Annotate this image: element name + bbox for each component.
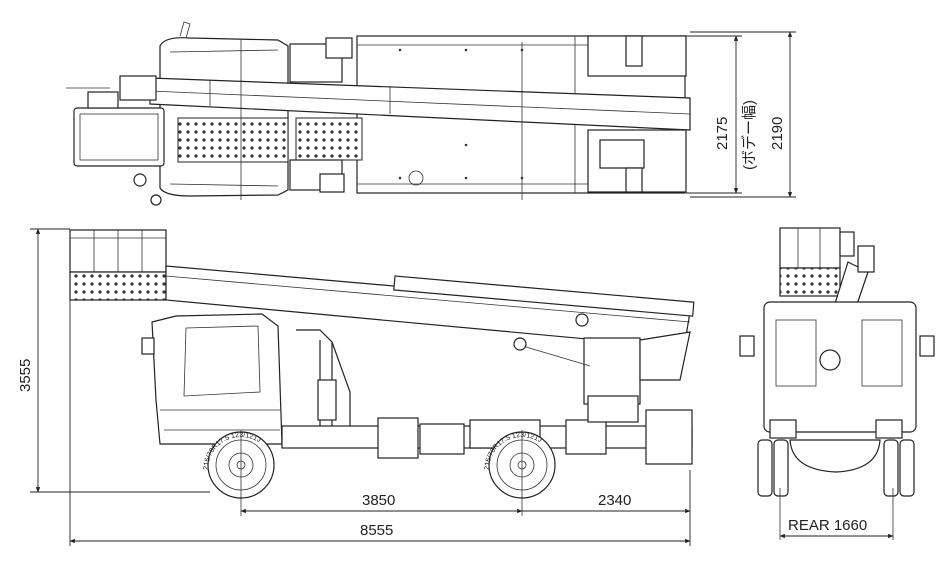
body-width-label: 2175 bbox=[714, 117, 731, 150]
width-dimensions: 2175 (ボデー幅) 2190 bbox=[686, 31, 796, 198]
rear-view: REAR 1660 bbox=[739, 227, 935, 540]
top-cab bbox=[159, 37, 289, 197]
rear-tread-label: REAR 1660 bbox=[788, 517, 867, 534]
rear-body bbox=[763, 301, 917, 433]
overall-width-label: 2190 bbox=[769, 117, 786, 150]
wheelbase-label: 3850 bbox=[362, 492, 395, 509]
side-cab bbox=[151, 313, 283, 445]
overall-length-label: 8555 bbox=[360, 522, 393, 539]
top-view bbox=[66, 21, 691, 206]
rear-overhang-label: 2340 bbox=[598, 492, 631, 509]
side-view: 215/70R17.5 123/121J 215/70R17.5 123/121… bbox=[69, 229, 695, 516]
side-dimensions: 3555 3850 2340 8555 bbox=[17, 228, 691, 546]
body-width-note: (ボデー幅) bbox=[740, 100, 758, 170]
top-basket bbox=[73, 107, 165, 167]
side-turret bbox=[583, 337, 641, 405]
rear-wheels-right bbox=[883, 439, 915, 497]
rear-wheels-left bbox=[757, 439, 789, 497]
top-deck-panel bbox=[177, 117, 289, 163]
height-label: 3555 bbox=[17, 359, 34, 392]
